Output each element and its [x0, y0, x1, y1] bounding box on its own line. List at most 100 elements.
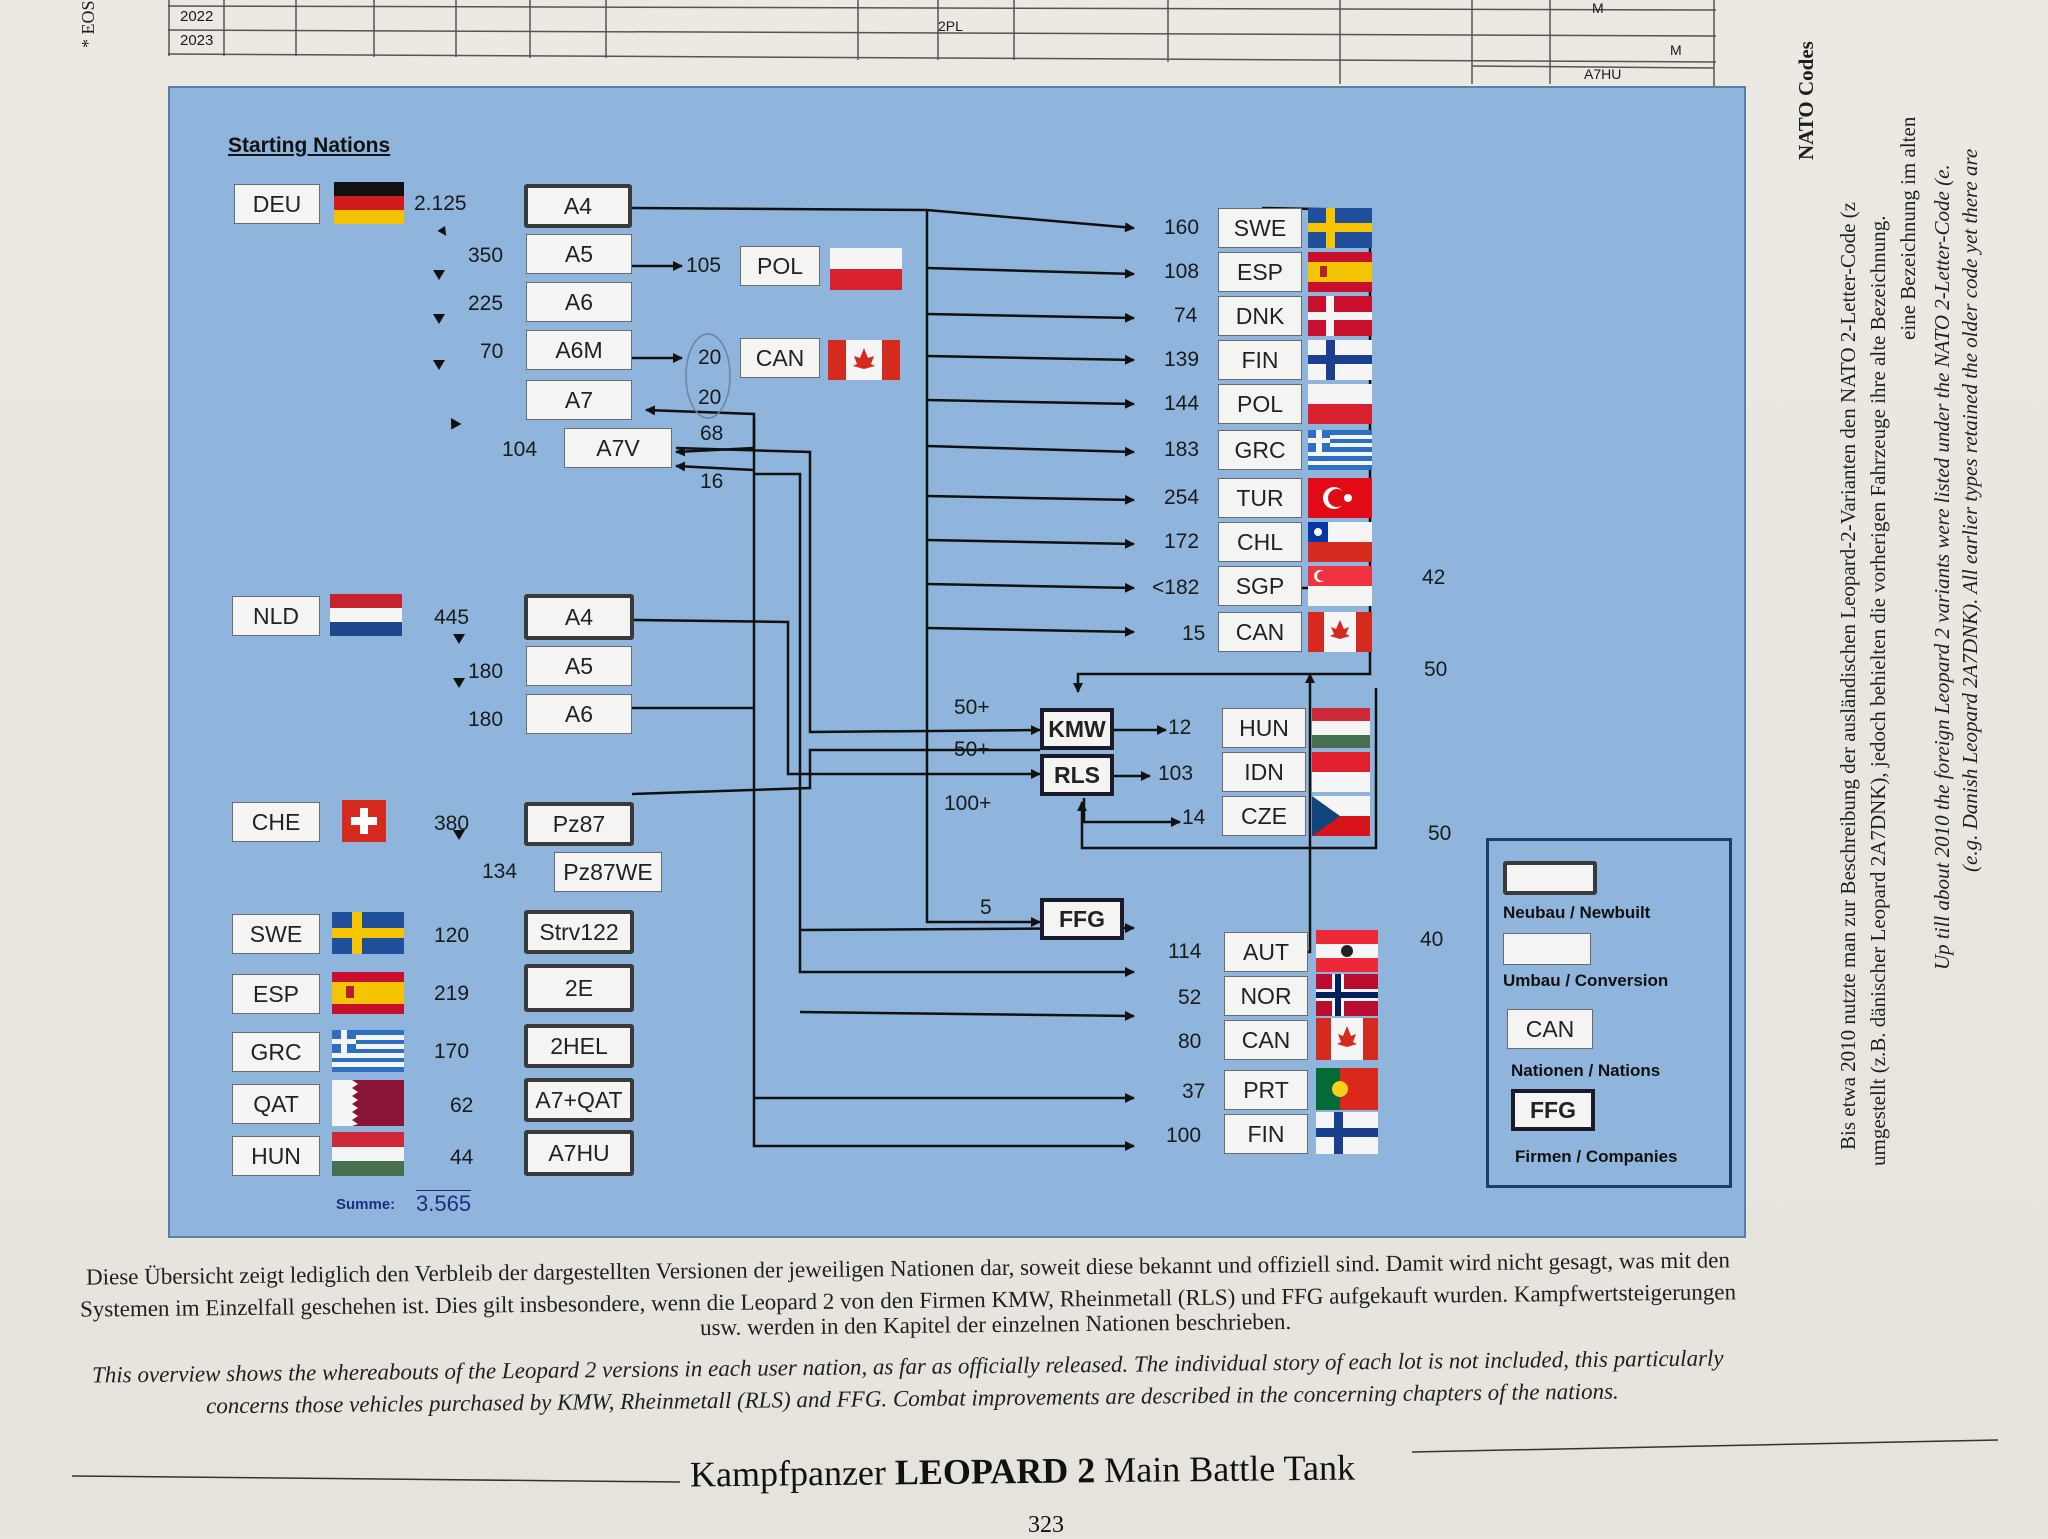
count-esp: 108 [1164, 260, 1200, 283]
footer-suffix: Main Battle Tank [1095, 1447, 1356, 1491]
ffg-input-count: 5 [980, 896, 992, 919]
flow-diagram: Starting Nations DEU 2.125 A4 A5 350 A6 … [168, 86, 1746, 1238]
nation-label-che: CHE [232, 802, 320, 842]
nation-label-sgp: SGP [1218, 566, 1302, 606]
count-pol: 144 [1164, 392, 1200, 415]
nation-label-fin: FIN [1218, 340, 1302, 380]
count-aut: 114 [1168, 940, 1202, 963]
count-can-bottom: 80 [1178, 1030, 1202, 1053]
count-fin-bottom: 100 [1166, 1124, 1202, 1147]
legend-conversion: Umbau / Conversion [1503, 971, 1669, 990]
version-deu-a7v: A7V [564, 428, 672, 468]
nation-label-hun-start: HUN [232, 1136, 320, 1176]
footer-prefix: Kampfpanzer [689, 1452, 896, 1495]
table-year: 2023 [180, 32, 214, 49]
version-nld-a6: A6 [526, 694, 632, 734]
return-20: 20 [698, 386, 722, 409]
sum-label: Summe: [336, 1196, 396, 1213]
rls-input-count-2: 100+ [944, 792, 992, 815]
page-number: 323 [1028, 1512, 1064, 1538]
flow-40: 40 [1420, 928, 1444, 951]
count-sgp: <182 [1152, 576, 1200, 599]
nation-label-can-bottom: CAN [1224, 1020, 1308, 1060]
company-ffg: FFG [1040, 898, 1124, 940]
nation-label-grc-start: GRC [232, 1032, 320, 1072]
nation-label-hun: HUN [1222, 708, 1306, 748]
sidebar-title: NATO Codes [1794, 41, 1818, 160]
version-swe-strv122: Strv122 [524, 910, 634, 954]
count-grc: 183 [1164, 438, 1200, 461]
kmw-input-count: 50+ [954, 696, 990, 719]
count-deu-a6m: 70 [480, 340, 504, 363]
flag-prt-icon [1316, 1068, 1378, 1110]
nation-label-deu: DEU [234, 184, 320, 224]
nation-label-nor: NOR [1224, 976, 1308, 1016]
company-kmw: KMW [1040, 708, 1114, 750]
count-fin: 139 [1164, 348, 1200, 371]
nation-label-esp-recv: ESP [1218, 252, 1302, 292]
version-qat-a7qat: A7+QAT [524, 1078, 634, 1122]
year-table [168, 0, 1716, 86]
legend-conversion-sample [1503, 933, 1591, 965]
flag-tur-icon [1308, 478, 1372, 518]
flag-fin-bottom-icon [1316, 1112, 1378, 1154]
table-entry: 2PL [938, 18, 963, 34]
count-esp-start: 219 [434, 982, 470, 1005]
flag-nor-icon [1316, 974, 1378, 1016]
footer-title: Kampfpanzer LEOPARD 2 Main Battle Tank [690, 1447, 1355, 1496]
return-16: 16 [700, 470, 724, 493]
table-year: 2022 [180, 8, 214, 25]
nation-label-can-top: CAN [1218, 612, 1302, 652]
nation-label-grc: GRC [1218, 430, 1302, 470]
count-pol-mid: 105 [686, 254, 722, 277]
flow-50-bottom: 50 [1428, 822, 1452, 845]
nation-label-qat: QAT [232, 1084, 320, 1124]
nation-label-can-mid: CAN [740, 338, 820, 378]
caption-de-line3: usw. werden in den Kapitel der einzelnen… [699, 1308, 1292, 1341]
count-deu: 2.125 [414, 192, 467, 215]
nation-label-swe-recv: SWE [1218, 208, 1302, 248]
count-prt: 37 [1182, 1080, 1206, 1103]
count-tur: 254 [1164, 486, 1200, 509]
company-rls: RLS [1040, 754, 1114, 796]
version-deu-a6m: A6M [526, 330, 632, 370]
legend-nations: Nationen / Nations [1511, 1061, 1661, 1080]
sidebar-en-line2: (e.g. Danish Leopard 2A7DNK). All earlie… [1958, 148, 1982, 872]
table-entry: A7HU [1584, 66, 1622, 82]
version-nld-a5: A5 [526, 646, 632, 686]
footer-rules [71, 1439, 1999, 1483]
legend-company-sample: FFG [1511, 1089, 1595, 1131]
count-nld: 445 [434, 606, 470, 629]
version-grc-2hel: 2HEL [524, 1024, 634, 1068]
count-grc-start: 170 [434, 1040, 470, 1063]
version-deu-a4: A4 [524, 184, 632, 228]
flag-grc-icon [332, 1030, 404, 1072]
count-deu-a6: 225 [468, 292, 504, 315]
legend-newbuilt-sample [1503, 861, 1597, 895]
flag-nld-icon [330, 594, 402, 636]
nation-label-nld: NLD [232, 596, 320, 636]
table-entry: M [1670, 42, 1682, 58]
count-hun: 12 [1168, 716, 1192, 739]
flag-pol-recv-icon [1308, 384, 1372, 424]
count-idn: 103 [1158, 762, 1194, 785]
table-entry: M [1592, 0, 1604, 16]
return-68: 68 [700, 422, 724, 445]
flag-deu-icon [334, 182, 404, 224]
count-nld-a5: 180 [468, 660, 504, 683]
legend: Neubau / Newbuilt Umbau / Conversion CAN… [1486, 838, 1732, 1188]
sidebar-de-line1: Bis etwa 2010 nutzte man zur Beschreibun… [1836, 202, 1860, 1150]
nation-label-prt: PRT [1224, 1070, 1308, 1110]
flag-can-bottom-icon [1316, 1018, 1378, 1060]
nation-label-pol: POL [1218, 384, 1302, 424]
nation-label-dnk: DNK [1218, 296, 1302, 336]
flag-idn-icon [1312, 752, 1370, 792]
nation-label-tur: TUR [1218, 478, 1302, 518]
sum-value: 3.565 [416, 1190, 472, 1216]
version-deu-a6: A6 [526, 282, 632, 322]
nation-label-pol-mid: POL [740, 246, 820, 286]
flow-42: 42 [1422, 566, 1446, 589]
flag-swe-icon [332, 912, 404, 954]
flag-esp-icon [332, 972, 404, 1014]
